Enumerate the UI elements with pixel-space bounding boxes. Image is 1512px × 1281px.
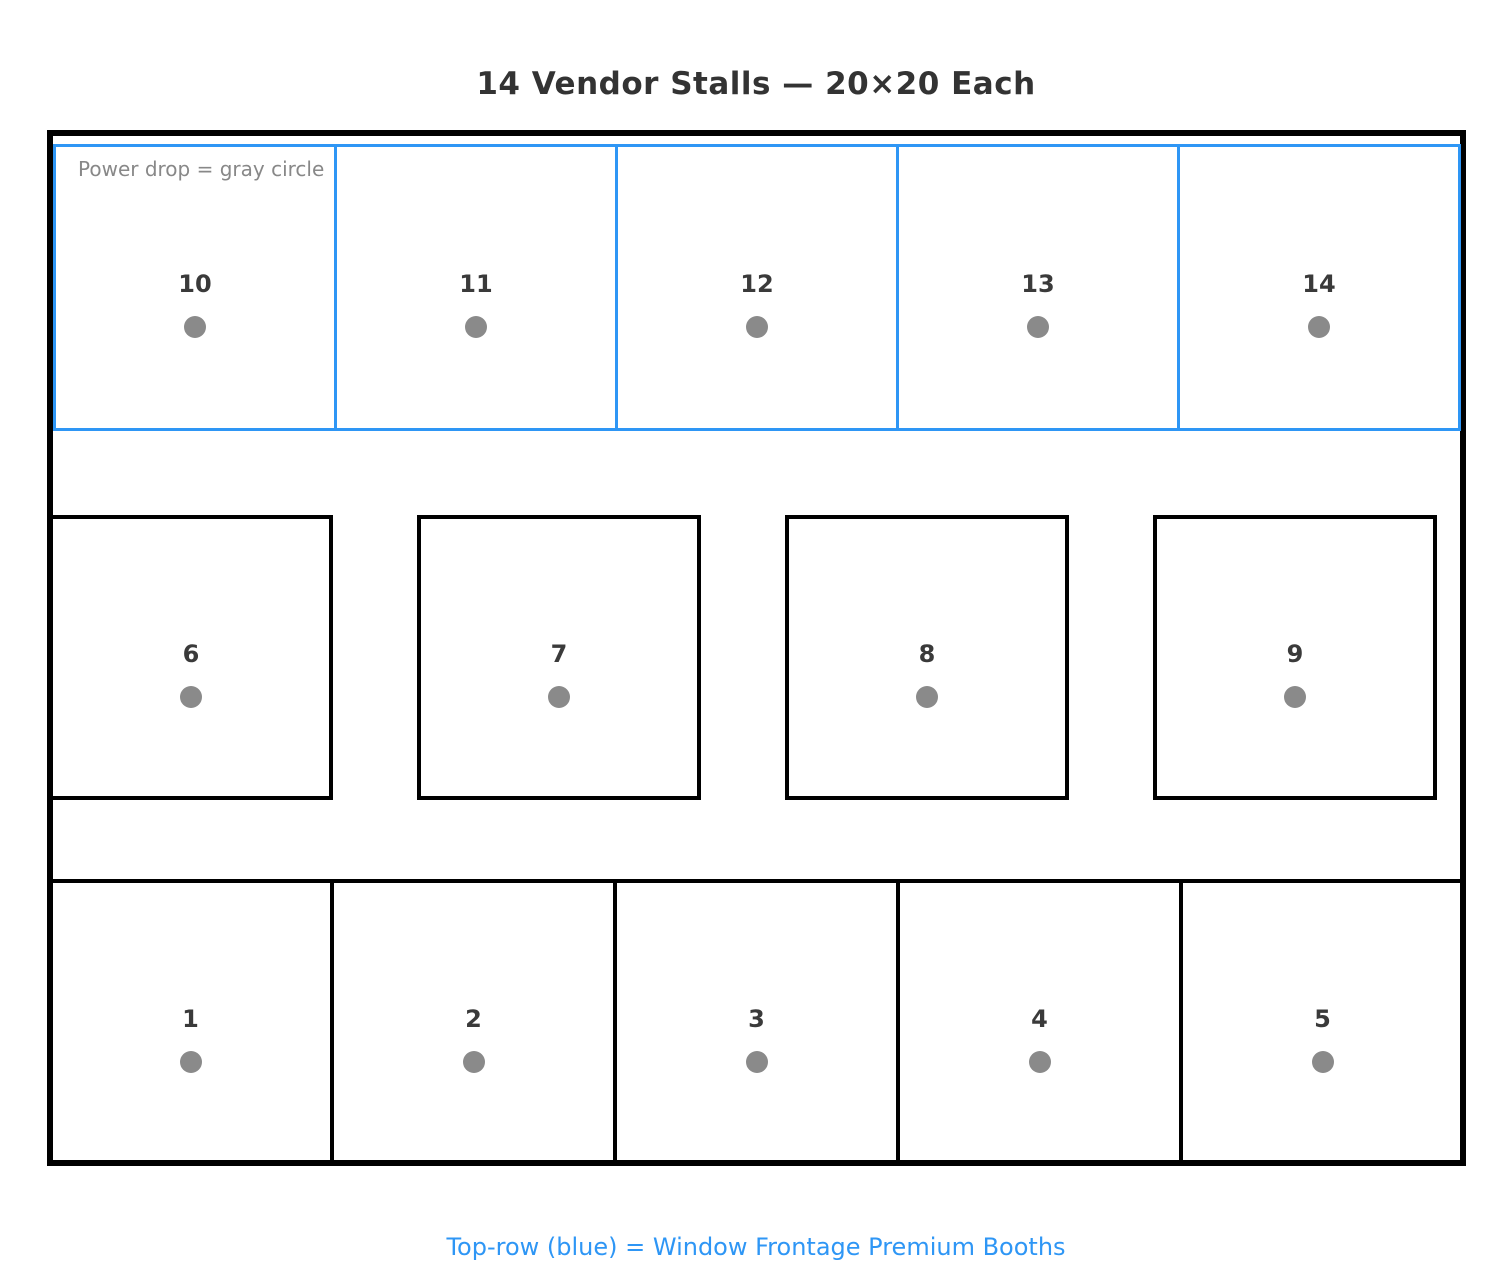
stall-content: 2	[462, 1004, 485, 1073]
stall-2: 2	[334, 883, 617, 1162]
stall-number: 13	[1021, 269, 1055, 298]
power-drop-icon	[184, 315, 206, 338]
stall-6: 6	[49, 515, 333, 800]
stall-content: 12	[740, 269, 774, 338]
stall-number: 4	[1031, 1004, 1048, 1033]
stall-number: 9	[1286, 639, 1304, 668]
stall-number: 11	[459, 269, 493, 298]
stall-4: 4	[900, 883, 1183, 1162]
stall-content: 4	[1028, 1004, 1051, 1073]
power-drop-icon	[1311, 1050, 1334, 1073]
premium-caption: Top-row (blue) = Window Frontage Premium…	[446, 1233, 1066, 1261]
stall-5: 5	[1183, 883, 1462, 1162]
stall-content: 9	[1284, 642, 1306, 708]
stall-number: 7	[550, 639, 568, 668]
stall-content: 14	[1302, 269, 1336, 338]
stall-content: 13	[1021, 269, 1055, 338]
stall-number: 2	[465, 1004, 482, 1033]
stall-content: 8	[916, 642, 938, 708]
premium-row: 10 11 12 13 14	[53, 144, 1461, 431]
stall-9: 9	[1153, 515, 1437, 800]
power-drop-icon	[1028, 1050, 1051, 1073]
power-drop-icon	[180, 685, 202, 708]
stall-13: 13	[899, 147, 1180, 428]
stall-7: 7	[417, 515, 701, 800]
stall-number: 14	[1302, 269, 1336, 298]
power-drop-icon	[462, 1050, 485, 1073]
stall-content: 6	[180, 642, 202, 708]
stall-number: 5	[1314, 1004, 1331, 1033]
stall-1: 1	[51, 883, 334, 1162]
stall-12: 12	[618, 147, 899, 428]
bottom-row: 1 2 3 4 5	[47, 879, 1466, 1166]
stall-3: 3	[617, 883, 900, 1162]
stall-number: 6	[182, 639, 200, 668]
page-title: 14 Vendor Stalls — 20×20 Each	[476, 66, 1036, 102]
stall-content: 3	[745, 1004, 768, 1073]
power-drop-icon	[465, 315, 487, 338]
power-drop-icon	[745, 1050, 768, 1073]
stall-number: 12	[740, 269, 774, 298]
stall-number: 8	[918, 639, 936, 668]
stall-11: 11	[337, 147, 618, 428]
stall-14: 14	[1180, 147, 1458, 428]
power-drop-icon	[1027, 315, 1049, 338]
stall-content: 10	[178, 269, 212, 338]
stall-number: 10	[178, 269, 212, 298]
power-drop-icon	[548, 685, 570, 708]
stall-10: 10	[56, 147, 337, 428]
stall-content: 5	[1311, 1004, 1334, 1073]
power-drop-icon	[1308, 315, 1330, 338]
power-drop-icon	[179, 1050, 202, 1073]
power-drop-icon	[746, 315, 768, 338]
stall-number: 3	[748, 1004, 765, 1033]
stall-number: 1	[182, 1004, 199, 1033]
power-drop-icon	[1284, 685, 1306, 708]
stall-content: 11	[459, 269, 493, 338]
stall-8: 8	[785, 515, 1069, 800]
power-drop-icon	[916, 685, 938, 708]
power-drop-legend: Power drop = gray circle	[78, 157, 325, 181]
stall-content: 7	[548, 642, 570, 708]
stall-content: 1	[179, 1004, 202, 1073]
